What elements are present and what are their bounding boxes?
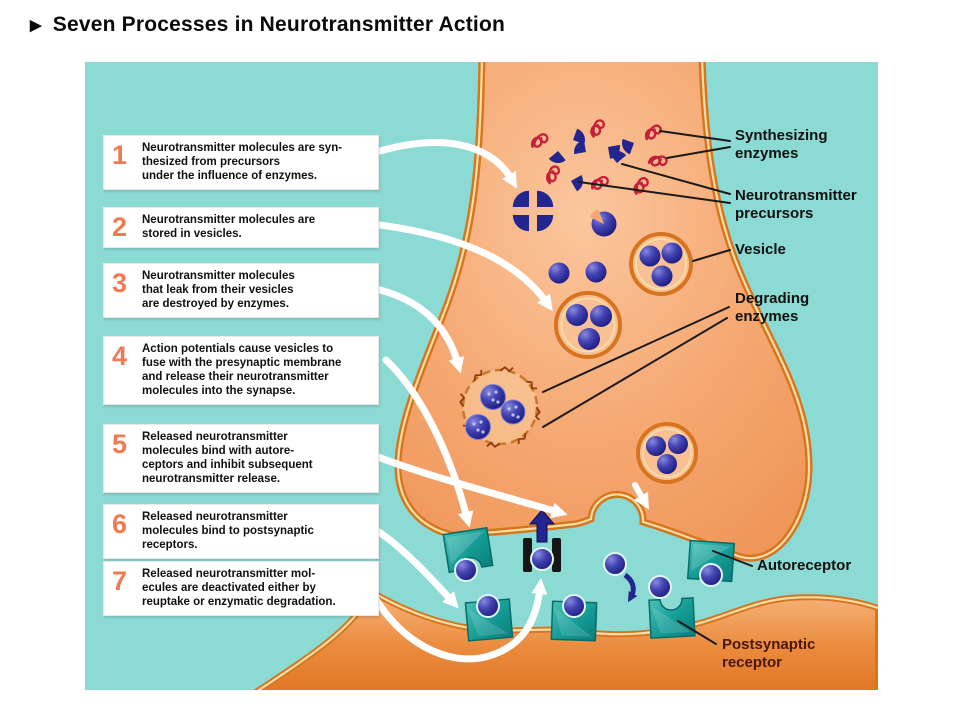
neurotransmitter-molecule	[548, 262, 570, 284]
step-box-1: 1 Neurotransmitter molecules are syn- th…	[103, 135, 379, 190]
step-text: Released neurotransmitter mol- ecules ar…	[142, 568, 336, 608]
vesicle-labeled	[629, 232, 693, 296]
step-box-5: 5 Released neurotransmitter molecules bi…	[103, 424, 379, 493]
step-arrows	[366, 139, 649, 663]
reuptake-arrow-icon	[528, 509, 556, 543]
reuptake-transporter	[523, 509, 561, 572]
diffusion-arrow-icon	[623, 572, 638, 603]
degraded-molecule	[465, 384, 526, 440]
step-number: 5	[112, 429, 128, 459]
autoreceptor-right	[686, 539, 736, 583]
label-degrading-enzymes: Degrading enzymes	[735, 290, 810, 325]
arrow-step-5	[374, 453, 568, 519]
step-number: 4	[112, 341, 128, 371]
arrow-step-6	[375, 528, 459, 609]
step-number: 2	[112, 212, 128, 242]
step-text: Neurotransmitter molecules are syn- thes…	[142, 142, 343, 182]
vesicle-large	[554, 291, 622, 359]
postsynaptic-receptor-1	[464, 598, 514, 642]
step-box-6: 6 Released neurotransmitter molecules bi…	[103, 504, 379, 559]
step-text: Neurotransmitter molecules are stored in…	[142, 214, 316, 240]
assembling-neurotransmitter	[512, 190, 617, 237]
vesicle-fusing	[636, 422, 698, 484]
cleft-neurotransmitter-molecules	[454, 552, 723, 618]
step-number: 7	[112, 566, 128, 596]
title-text: Seven Processes in Neurotransmitter Acti…	[52, 13, 506, 36]
arrow-step-2	[376, 221, 553, 312]
step-box-3: 3 Neurotransmitter molecules that leak f…	[103, 263, 379, 318]
label-vesicle: Vesicle	[735, 241, 786, 258]
autoreceptor-left	[442, 527, 494, 573]
step-number: 6	[112, 509, 128, 539]
step-number: 3	[112, 268, 128, 298]
label-postsynaptic-receptor: Postsynaptic receptor	[722, 636, 816, 671]
step-box-7: 7 Released neurotransmitter mol- ecules …	[103, 561, 379, 616]
step-text: Released neurotransmitter molecules bind…	[142, 431, 313, 485]
step-box-2: 2 Neurotransmitter molecules are stored …	[103, 207, 379, 248]
label-synthesizing-enzymes: Synthesizing enzymes	[735, 127, 828, 162]
degrading-vesicle	[457, 364, 543, 450]
postsynaptic-receptor-2	[550, 600, 598, 642]
title-bullet-icon: ▶	[30, 16, 42, 34]
label-neurotransmitter-precursors: Neurotransmitter precursors	[735, 187, 857, 222]
step-box-4: 4 Action potentials cause vesicles to fu…	[103, 336, 379, 405]
arrow-step-7	[366, 578, 548, 663]
label-pointer-lines	[542, 130, 753, 645]
neurotransmitter-molecule	[585, 261, 607, 283]
step-text: Released neurotransmitter molecules bind…	[142, 511, 314, 551]
postsynaptic-receptor-3	[648, 597, 696, 639]
arrow-step-3	[376, 286, 465, 374]
step-text: Action potentials cause vesicles to fuse…	[142, 343, 342, 397]
label-autoreceptor: Autoreceptor	[757, 557, 852, 574]
page-title: ▶ Seven Processes in Neurotransmitter Ac…	[30, 13, 505, 37]
arrow-step-1	[376, 139, 518, 189]
step-text: Neurotransmitter molecules that leak fro…	[142, 270, 295, 310]
arrow-release	[632, 482, 649, 510]
step-number: 1	[112, 140, 128, 170]
arrow-step-4	[382, 356, 474, 528]
neurotransmitter-precursor-icons	[548, 128, 634, 192]
synthesizing-enzyme-icons	[530, 118, 670, 196]
